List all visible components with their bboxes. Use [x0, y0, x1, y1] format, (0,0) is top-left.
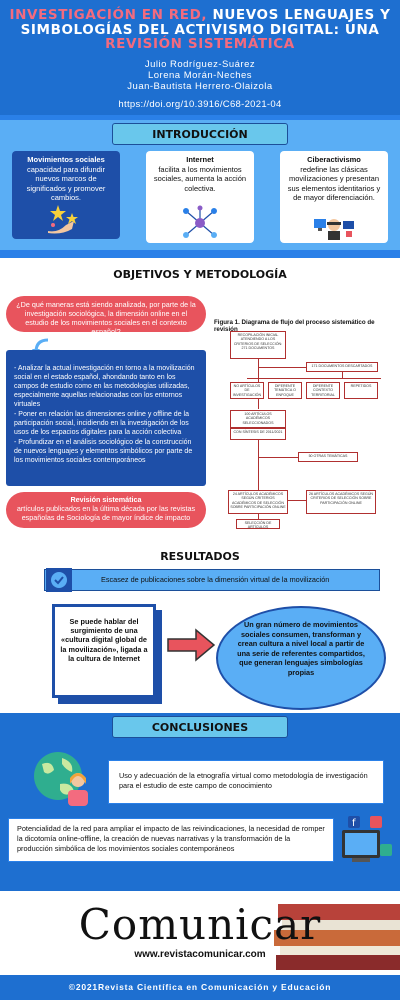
social-media-icon: f — [342, 816, 392, 862]
figure-title: Figura 1. Diagrama de flujo del proceso … — [214, 319, 375, 333]
card-movimientos-sociales: Movimientos sociales capacidad para difu… — [12, 151, 120, 239]
doi-link[interactable]: https://doi.org/10.3916/C68-2021-04 — [118, 99, 282, 110]
author: Juan-Bautista Herrero-Olaizola — [127, 81, 273, 92]
flow-connector — [342, 372, 343, 378]
conclusiones-title: CONCLUSIONES — [112, 716, 288, 738]
objectives-box: - Analizar la actual investigación en to… — [6, 350, 206, 486]
flow-connector — [258, 514, 259, 519]
objective-item: - Profundizar en el análisis sociológico… — [14, 439, 193, 464]
flow-connector — [288, 500, 306, 501]
page-title: INVESTIGACIÓN EN RED, NUEVOS LENGUAJES Y… — [8, 8, 392, 52]
footer-bar: ©2021Revista Científica en Comunicación … — [0, 975, 400, 1000]
conclusion-box: Uso y adecuación de la etnografía virtua… — [108, 760, 384, 804]
flow-box-synthesis: CON SÍNTESIS DE 2011/2021 — [230, 428, 286, 440]
header: INVESTIGACIÓN EN RED, NUEVOS LENGUAJES Y… — [0, 0, 400, 115]
activist-computer-icon — [314, 219, 354, 240]
website-link[interactable]: www.revistacomunicar.com — [134, 949, 266, 960]
results-document: Se puede hablar del surgimiento de una «… — [52, 604, 156, 698]
right-arrow-icon — [167, 628, 216, 662]
card-heading: Internet — [186, 155, 214, 164]
flow-connector — [258, 440, 259, 490]
resultados-title: RESULTADOS — [160, 550, 240, 563]
results-circle: Un gran número de movimientos sociales c… — [216, 606, 386, 710]
research-question-bubble: ¿De qué maneras está siendo analizada, p… — [6, 296, 206, 336]
flow-box-final: SELECCIÓN DE ARTÍCULOS — [236, 519, 280, 529]
flow-box-discarded: 171 DOCUMENTOS DESCARTADOS — [306, 362, 378, 372]
network-icon — [183, 205, 217, 238]
flow-box-initial: RECOPILACIÓN INICIAL ATENDIENDO A LOS CR… — [230, 331, 286, 359]
check-badge-icon — [46, 568, 72, 592]
flow-box-reason: DIFERENTE CONTEXTO TERRITORIAL — [306, 382, 340, 399]
review-text: artículos publicados en la última década… — [16, 504, 196, 522]
flow-box-reason: DIFERENTE TEMÁTICA O ENFOQUE — [268, 382, 302, 399]
card-ciberactivismo: Ciberactivismo redefine las clásicas mov… — [280, 151, 388, 243]
review-bubble: Revisión sistemática artículos publicado… — [6, 492, 206, 528]
objective-item: - Analizar la actual investigación en to… — [14, 365, 195, 408]
books-image — [274, 904, 400, 970]
flow-box-reason: REPETIDOS — [344, 382, 378, 399]
review-heading: Revisión sistemática — [70, 495, 142, 504]
flow-box-reason: NO ARTÍCULOS DE INVESTIGACIÓN — [230, 382, 264, 399]
card-text: redefine las clásicas movilizaciones y p… — [287, 164, 381, 203]
flow-box-online-26: 26 ARTÍCULOS ACADÉMICOS SEGÚN CRITERIOS … — [306, 490, 376, 514]
title-main: NUEVOS LENGUAJES Y SIMBOLOGÍAS DEL ACTIV… — [20, 7, 391, 38]
author: Julio Rodríguez-Suárez — [144, 59, 256, 70]
intro-title: INTRODUCCIÓN — [112, 123, 288, 145]
authors: Julio Rodríguez-Suárez Lorena Morán-Nech… — [0, 59, 400, 92]
flow-connector — [258, 367, 306, 368]
flow-box-selected: 100 ARTÍCULOS ACADÉMICOS SELECCIONADOS — [230, 410, 286, 428]
objective-item: - Poner en relación las dimensiones onli… — [14, 411, 189, 436]
results-bar: Escasez de publicaciones sobre la dimens… — [44, 569, 380, 591]
card-text: capacidad para difundir nuevos marcos de… — [26, 164, 106, 203]
title-highlight-2: REVISIÓN SISTEMÁTICA — [105, 36, 295, 52]
card-internet: Internet facilita a los movimientos soci… — [146, 151, 254, 243]
card-heading: Movimientos sociales — [27, 155, 105, 164]
author: Lorena Morán-Neches — [147, 70, 253, 81]
flow-box-other-topics: 50 OTRAS TEMÁTICAS — [298, 452, 358, 462]
flow-connector — [247, 378, 381, 379]
flow-connector — [258, 457, 298, 458]
card-heading: Ciberactivismo — [307, 155, 361, 164]
stars-hand-icon — [48, 205, 78, 234]
card-text: facilita a los movimientos sociales, aum… — [153, 164, 247, 193]
title-highlight-1: INVESTIGACIÓN EN RED, — [9, 7, 208, 23]
svg-text:f: f — [352, 818, 356, 829]
objetivos-title: OBJETIVOS Y METODOLOGÍA — [113, 268, 287, 281]
conclusion-box: Potencialidad de la red para ampliar el … — [8, 818, 334, 862]
globe-person-icon — [34, 752, 88, 806]
flow-box-online-24: 24 ARTÍCULOS ACADÉMICOS SEGÚN CRITERIOS … — [228, 490, 288, 514]
comunicar-logo: Comunicar — [78, 900, 322, 949]
